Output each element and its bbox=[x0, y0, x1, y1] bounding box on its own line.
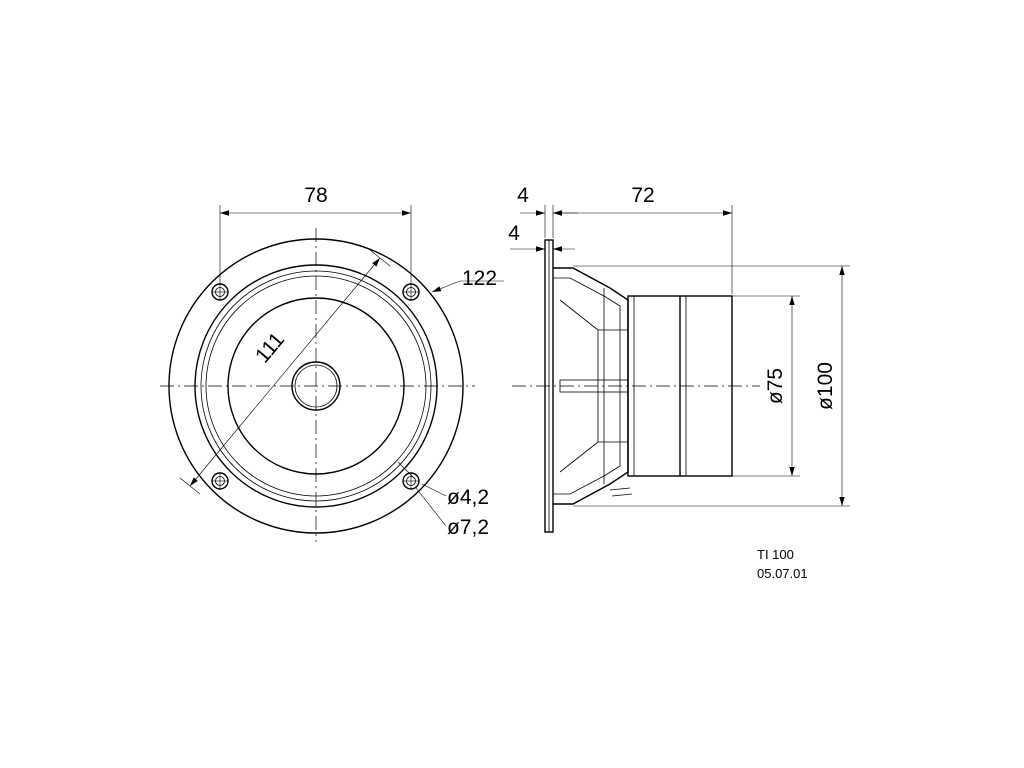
terminal bbox=[609, 487, 633, 497]
cone-profile bbox=[559, 299, 599, 473]
dim-label-hole-small: ø4,2 bbox=[447, 486, 489, 509]
dim-label-4-step: 4 bbox=[508, 222, 520, 245]
dim-hole-leaders: ø4,2 ø7,2 bbox=[397, 461, 489, 539]
basket-inner bbox=[553, 277, 621, 495]
flange-outer bbox=[168, 238, 464, 534]
front-view: 78 122 111 ø4,2 ø7,2 bbox=[160, 184, 504, 542]
dim-magnet-diameter: ø75 bbox=[732, 295, 800, 477]
dim-label-72: 72 bbox=[631, 184, 654, 207]
title-block: TI 100 05.07.01 bbox=[757, 547, 808, 581]
model-label: TI 100 bbox=[757, 547, 794, 562]
dim-label-4-top: 4 bbox=[517, 184, 529, 207]
dim-label-100: ø100 bbox=[814, 362, 837, 410]
dim-label-122: 122 bbox=[462, 267, 497, 290]
dim-label-111: 111 bbox=[251, 328, 289, 367]
dim-label-75: ø75 bbox=[764, 368, 787, 404]
side-view: 4 4 72 ø75 ø100 bbox=[508, 184, 850, 533]
dim-flange-diameter: 122 bbox=[431, 267, 504, 293]
dim-depth: 72 bbox=[553, 184, 733, 294]
dim-label-78: 78 bbox=[304, 184, 327, 207]
dim-basket-diameter: ø100 bbox=[573, 265, 850, 507]
mounting-hole-tl bbox=[211, 283, 229, 301]
dim-front-width: 78 bbox=[219, 184, 412, 284]
dim-label-hole-large: ø7,2 bbox=[447, 516, 489, 539]
mounting-hole-br bbox=[402, 472, 420, 490]
mounting-hole-bl bbox=[211, 472, 229, 490]
dim-flange-thickness: 4 bbox=[517, 184, 578, 238]
date-label: 05.07.01 bbox=[757, 566, 808, 581]
dim-flange-step: 4 bbox=[508, 222, 575, 252]
dim-diagonal: 111 bbox=[179, 249, 391, 495]
mounting-hole-tr bbox=[402, 283, 420, 301]
